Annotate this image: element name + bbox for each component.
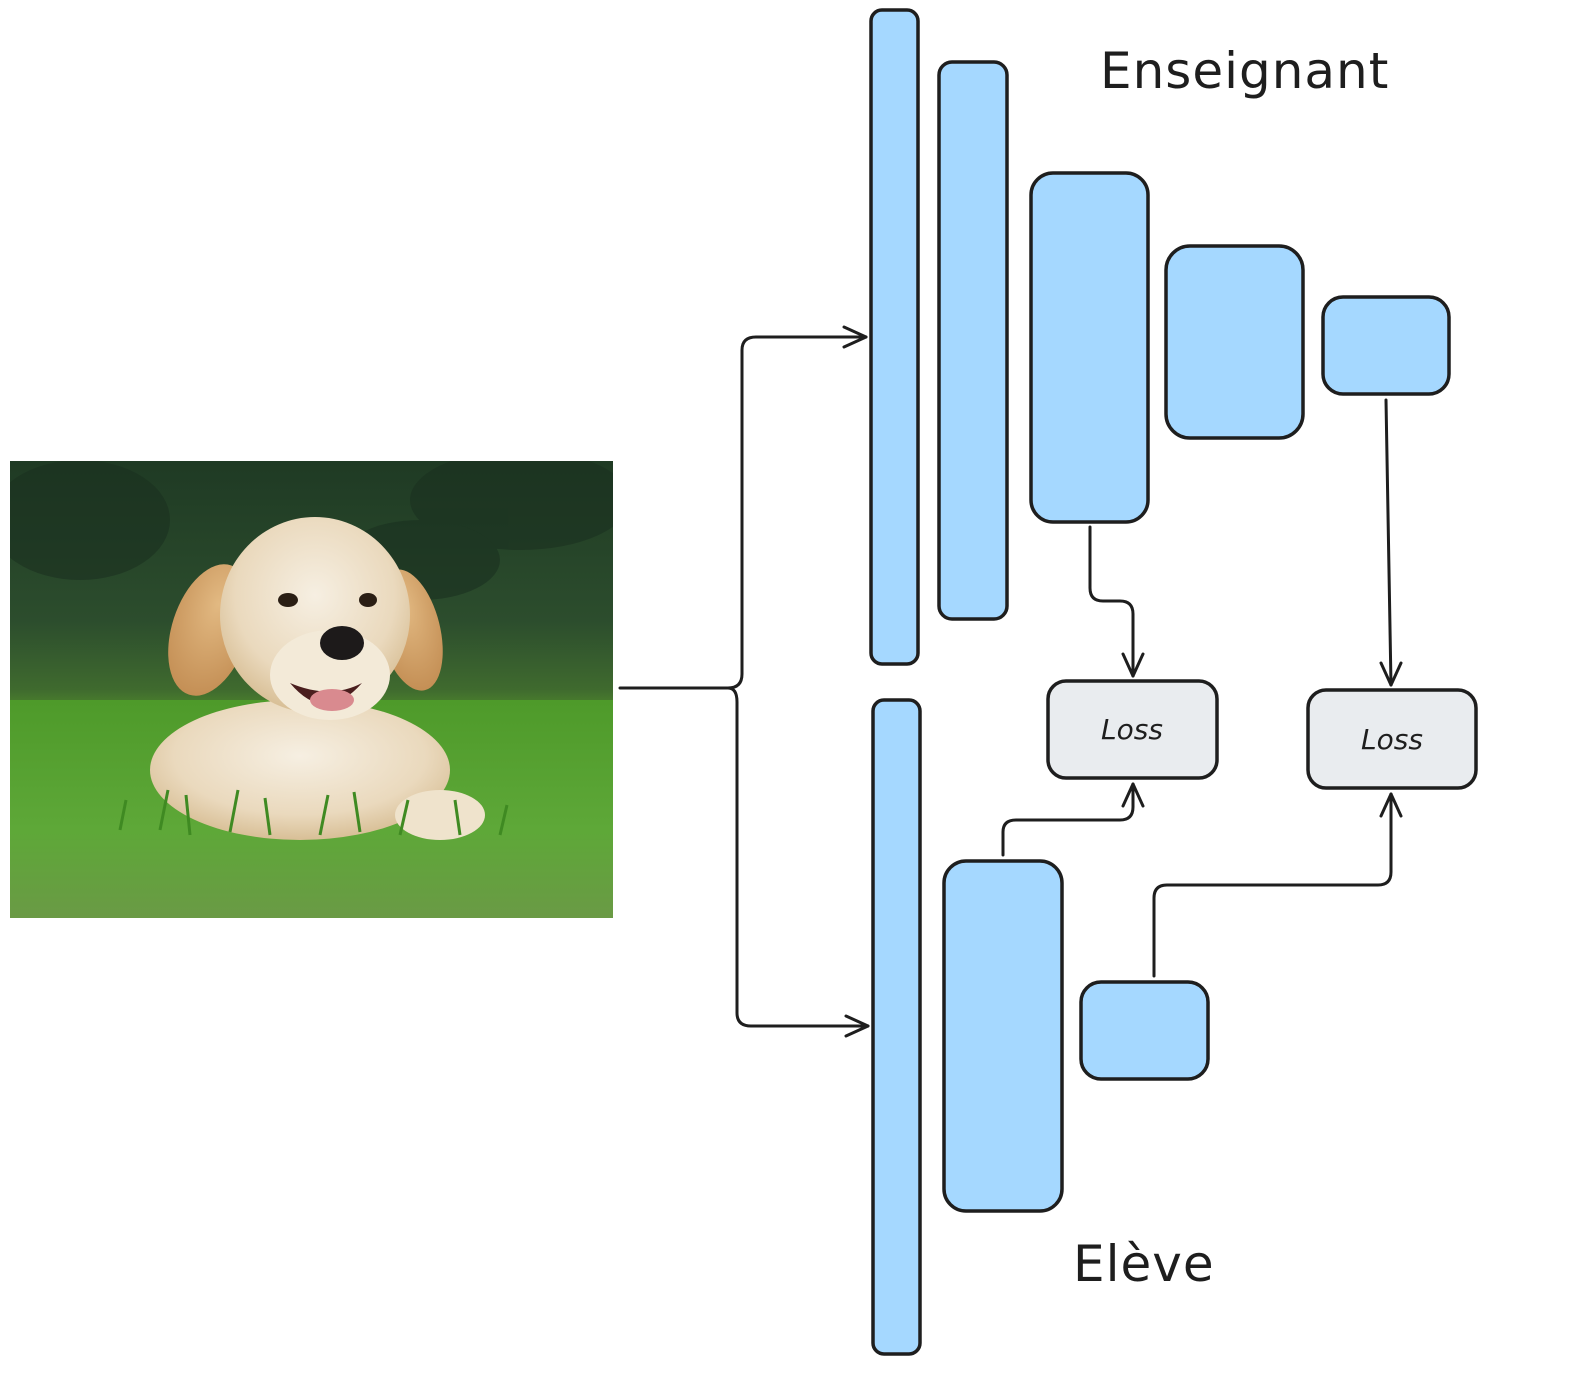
student-layer-1	[871, 698, 922, 1356]
puppy-eye-right	[359, 593, 377, 607]
student-network	[871, 698, 1210, 1356]
puppy-tongue	[310, 689, 354, 711]
teacher-layer-2	[937, 60, 1009, 621]
loss-connectors	[1001, 398, 1403, 978]
loss-left-box	[1046, 679, 1219, 780]
teacher-title: Enseignant	[1100, 42, 1389, 100]
student-out-to-loss-right	[1152, 792, 1393, 978]
dark-tree-blobs	[10, 461, 613, 600]
input-connectors	[618, 325, 870, 1038]
teacher-layer-1	[869, 8, 920, 666]
grass-blades	[118, 789, 509, 836]
input-image	[10, 461, 613, 918]
teacher-branch-line	[726, 335, 868, 690]
loss-right-label: Loss	[1361, 723, 1423, 756]
teacher-layer-5	[1321, 295, 1451, 396]
teacher-layer-4	[1164, 244, 1305, 440]
student-branch-line	[726, 686, 870, 1028]
loss-right: Loss	[1306, 688, 1478, 790]
loss-left: Loss	[1046, 679, 1219, 780]
student-mid-to-loss-left	[1001, 782, 1135, 857]
loss-left-label: Loss	[1101, 713, 1163, 746]
teacher-out-to-loss-right-arrowhead	[1379, 661, 1403, 687]
puppy-nose	[320, 626, 364, 660]
teacher-mid-to-loss-left-arrowhead	[1121, 652, 1145, 678]
puppy-body	[150, 700, 450, 840]
teacher-input-arrowhead	[842, 325, 868, 349]
teacher-layer-3	[1029, 171, 1150, 524]
teacher-out-to-loss-right	[1384, 398, 1393, 687]
student-title: Elève	[1073, 1235, 1215, 1293]
teacher-mid-to-loss-left	[1088, 525, 1135, 678]
puppy-paw	[395, 790, 485, 840]
student-layer-3	[1079, 980, 1210, 1081]
student-mid-to-loss-left-arrowhead	[1121, 782, 1145, 808]
student-layer-2	[942, 859, 1064, 1213]
teacher-network	[869, 8, 1451, 666]
loss-right-box	[1306, 688, 1478, 790]
student-out-to-loss-right-arrowhead	[1379, 792, 1403, 818]
puppy-eye-left	[278, 593, 298, 607]
student-input-arrowhead	[844, 1014, 870, 1038]
